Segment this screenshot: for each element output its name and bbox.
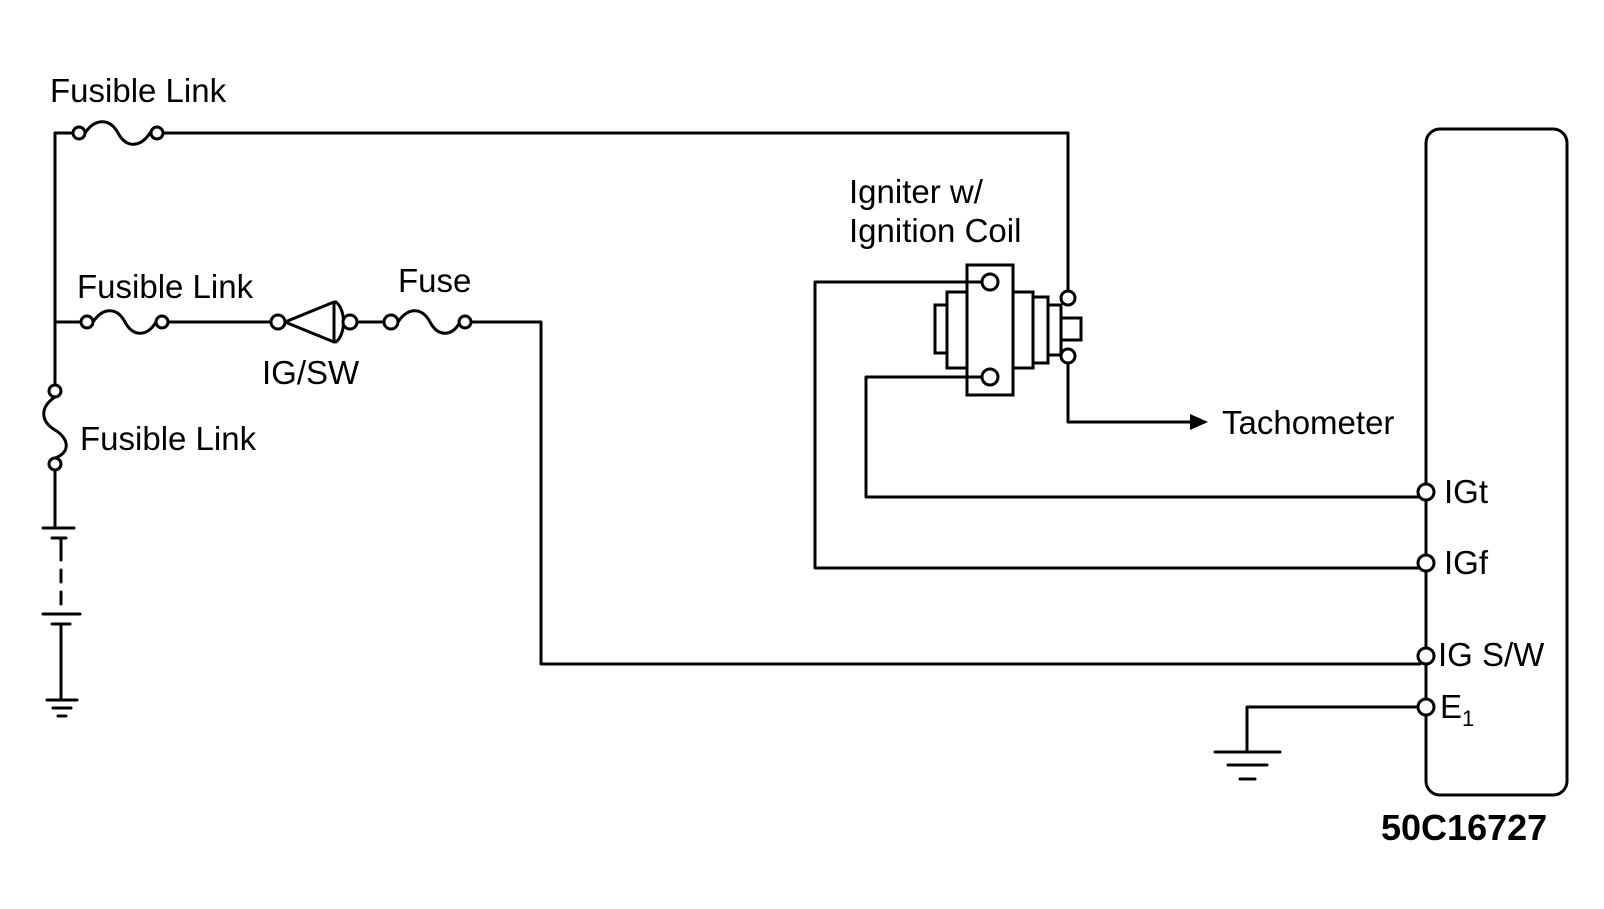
fusible-link-bottom-label: Fusible Link xyxy=(80,420,257,457)
ecu-terminal-igsw xyxy=(1416,646,1436,666)
ecu-terminal-igf xyxy=(1416,553,1436,573)
ground-symbol-ecu xyxy=(1213,750,1282,781)
igniter-ignition-coil xyxy=(933,263,1083,397)
figure-code: 50C16727 xyxy=(1381,807,1547,848)
top-feed-wire xyxy=(161,131,1070,294)
ground-symbol-battery xyxy=(45,698,79,718)
fusible-link-middle-label: Fusible Link xyxy=(77,268,254,305)
fusible-link-top-label: Fusible Link xyxy=(50,72,227,109)
ignition-switch xyxy=(269,300,359,344)
igsw-feed-wire xyxy=(469,320,1422,666)
tachometer-label: Tachometer xyxy=(1222,404,1394,441)
ecu-pin-igsw-label: IG S/W xyxy=(1438,636,1545,673)
igf-signal-wire xyxy=(813,280,1422,570)
ecu-box xyxy=(1424,127,1569,797)
e1-ground-wire xyxy=(1245,705,1420,754)
ecu-pin-e1-letter: E xyxy=(1440,688,1462,725)
ecu-pin-e1-label: E1 xyxy=(1440,688,1474,731)
ecu-pin-igt-label: IGt xyxy=(1444,473,1488,510)
igniter-label-line2: Ignition Coil xyxy=(849,212,1021,249)
ecu-pin-e1-subscript: 1 xyxy=(1462,706,1474,731)
ecu-terminal-igt xyxy=(1416,482,1436,502)
fusible-link-middle xyxy=(53,309,274,335)
igniter-label-line1: Igniter w/ xyxy=(849,173,984,210)
fusible-link-bottom xyxy=(42,383,68,530)
fusible-link-top xyxy=(53,120,165,146)
battery-symbol xyxy=(41,526,82,702)
ig-switch-label: IG/SW xyxy=(262,354,360,391)
fuse-label: Fuse xyxy=(398,262,471,299)
tachometer-arrow xyxy=(1190,414,1208,430)
ecu-terminal-e1 xyxy=(1416,697,1436,717)
tachometer-wire xyxy=(1066,361,1194,424)
ecu-pin-igf-label: IGf xyxy=(1444,544,1489,581)
fuse xyxy=(355,309,473,335)
igt-signal-wire xyxy=(864,375,1422,499)
